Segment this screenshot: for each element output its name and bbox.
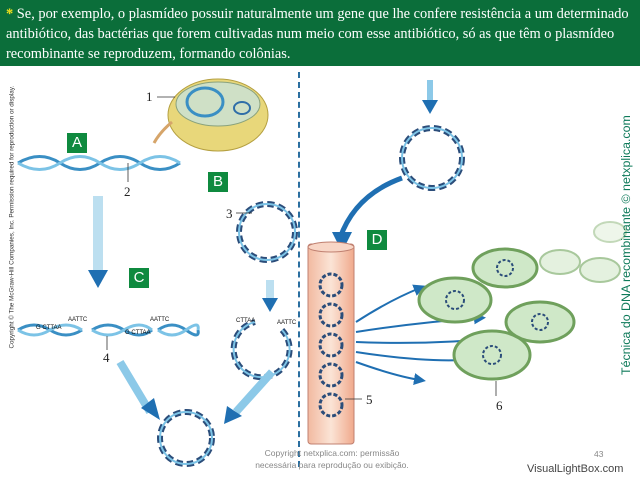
arrow-icon [88,270,108,288]
watermark-link[interactable]: VisualLightBox.com [527,463,624,475]
side-title-right: Técnica do DNA recombinante © netxplica.… [619,115,633,375]
header-text: * Se, por exemplo, o plasmídeo possuir n… [6,4,634,64]
footer-copyright: Copyright netxplica.com: permissão neces… [232,447,432,471]
number-2: 2 [124,184,131,199]
sticky-end-mid: G CTTAA [125,330,151,336]
plasmid-ring-icon [236,201,298,263]
header-banner: * Se, por exemplo, o plasmídeo possuir n… [0,0,640,66]
page-number: 43 [594,449,604,459]
step-label-c: C [129,268,149,288]
test-tube-icon [307,241,355,445]
bacterium-cell-icon [152,78,269,152]
sticky-end-left: G CTTAA [36,325,62,331]
step-label-d: D [367,230,387,250]
header-sentence: Se, por exemplo, o plasmídeo possuir nat… [6,6,629,62]
number-1: 1 [146,89,153,104]
number-6: 6 [496,398,503,413]
bacteria-colony [417,221,627,381]
dashed-divider [298,72,300,467]
footer-copyright-line1: Copyright netxplica.com: permissão [264,448,400,458]
dna-helix-icon [17,155,181,171]
plasmid-end-b: AATTC [277,320,297,326]
number-3: 3 [226,206,233,221]
dna-fragments [17,323,200,337]
sticky-end-mid-top: AATTC [68,317,88,323]
plasmid-end-a: CTTAA [236,318,256,324]
side-copyright-left: Copyright © The McGraw-Hill Companies, I… [8,85,16,349]
footer-copyright-line2: necessária para reprodução ou exibição. [255,460,409,470]
bullet-star: * [6,6,14,22]
number-4: 4 [103,350,110,365]
sticky-end-right: AATTC [150,317,170,323]
step-label-b: B [208,172,228,192]
cut-plasmid-icon [230,319,293,381]
number-5: 5 [366,392,373,407]
step-label-a: A [67,133,87,153]
incoming-plasmid-icon [399,125,465,191]
recombinant-plasmid-icon [157,409,215,467]
